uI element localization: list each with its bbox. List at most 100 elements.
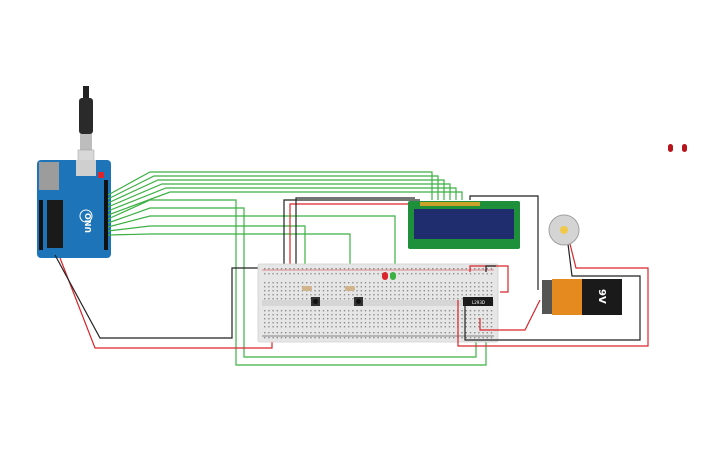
breadboard-hole — [440, 314, 442, 316]
lcd-data-wires[interactable] — [107, 171, 487, 366]
breadboard-hole — [293, 318, 295, 320]
breadboard-hole — [352, 314, 354, 316]
reset-button[interactable] — [98, 172, 104, 178]
breadboard-hole — [356, 282, 358, 284]
breadboard-hole — [448, 294, 451, 296]
breadboard-hole — [436, 326, 438, 328]
breadboard-hole — [268, 322, 270, 324]
breadboard-hole — [402, 282, 404, 284]
breadboard-hole — [482, 282, 484, 284]
resistor-1[interactable] — [302, 286, 312, 291]
breadboard-hole — [322, 290, 325, 292]
breadboard-hole — [411, 298, 413, 300]
push-button-2[interactable] — [354, 297, 363, 306]
breadboard-hole — [343, 318, 346, 320]
breadboard-hole — [364, 314, 367, 316]
breadboard-hole — [339, 322, 341, 324]
loose-led-1[interactable] — [668, 144, 673, 152]
breadboard-hole — [293, 326, 295, 328]
breadboard-hole — [453, 294, 455, 296]
breadboard-hole — [356, 322, 358, 324]
breadboard-hole — [343, 268, 346, 270]
breadboard-hole — [335, 286, 337, 288]
breadboard-hole — [390, 290, 392, 292]
breadboard-hole — [343, 298, 346, 300]
breadboard-hole — [390, 282, 392, 284]
breadboard-hole — [423, 298, 425, 300]
breadboard-hole — [465, 332, 467, 334]
breadboard-hole — [310, 268, 312, 270]
breadboard-hole — [398, 310, 400, 312]
breadboard-hole — [415, 268, 417, 270]
breadboard-hole — [406, 310, 409, 312]
motor-driver-ic[interactable]: L293D — [463, 297, 493, 306]
led-red[interactable] — [382, 272, 388, 280]
breadboard-hole — [289, 310, 291, 312]
breadboard-hole — [453, 298, 455, 300]
breadboard-hole — [461, 282, 463, 284]
breadboard-hole — [490, 273, 493, 275]
breadboard-hole — [474, 310, 476, 312]
breadboard-hole — [335, 314, 337, 316]
breadboard-hole — [318, 322, 320, 324]
breadboard-hole — [276, 298, 278, 300]
usb-cable[interactable] — [77, 86, 95, 167]
ic-label: L293D — [472, 300, 485, 305]
breadboard-hole — [453, 322, 455, 324]
loose-led-2[interactable] — [682, 144, 687, 152]
breadboard-hole — [440, 310, 442, 312]
breadboard-hole — [293, 332, 295, 334]
breadboard-hole — [289, 337, 291, 339]
breadboard-hole — [293, 298, 295, 300]
breadboard-hole — [478, 310, 480, 312]
breadboard-hole — [348, 310, 350, 312]
breadboard-hole — [440, 322, 442, 324]
breadboard-hole — [268, 310, 270, 312]
dc-motor[interactable] — [548, 214, 580, 246]
breadboard-hole — [394, 322, 396, 324]
battery-9v[interactable]: 9V — [542, 279, 622, 315]
breadboard-hole — [373, 268, 375, 270]
breadboard-hole — [297, 282, 299, 284]
breadboard-hole — [385, 318, 388, 320]
breadboard-hole — [419, 310, 421, 312]
lcd-display[interactable] — [408, 201, 520, 249]
breadboard-hole — [289, 318, 291, 320]
breadboard-hole — [369, 322, 371, 324]
breadboard-hole — [293, 310, 295, 312]
breadboard-hole — [444, 268, 446, 270]
breadboard-hole — [364, 326, 367, 328]
breadboard-hole — [331, 322, 333, 324]
breadboard-hole — [297, 332, 299, 334]
breadboard-hole — [352, 310, 354, 312]
breadboard-hole — [352, 298, 354, 300]
breadboard-hole — [381, 326, 383, 328]
led-green[interactable] — [390, 272, 396, 280]
breadboard-hole — [301, 322, 304, 324]
breadboard-hole — [264, 268, 266, 270]
lcd-power-wires[interactable] — [283, 195, 539, 290]
breadboard-hole — [360, 326, 362, 328]
breadboard-hole — [364, 273, 367, 275]
push-button-1[interactable] — [311, 297, 320, 306]
breadboard-hole — [280, 314, 283, 316]
breadboard[interactable] — [257, 263, 499, 343]
breadboard-hole — [469, 294, 472, 296]
breadboard-hole — [478, 332, 480, 334]
motor-battery-wires[interactable] — [457, 243, 649, 347]
arduino-power-wires[interactable] — [54, 254, 273, 349]
breadboard-hole — [419, 268, 421, 270]
breadboard-hole — [406, 294, 409, 296]
breadboard-hole — [385, 290, 388, 292]
breadboard-hole — [465, 310, 467, 312]
breadboard-hole — [306, 326, 308, 328]
breadboard-hole — [356, 286, 358, 288]
resistor-2[interactable] — [345, 286, 355, 291]
breadboard-hole — [474, 318, 476, 320]
breadboard-hole — [465, 273, 467, 275]
arduino-uno-board[interactable]: UNO — [37, 160, 111, 258]
breadboard-hole — [423, 282, 425, 284]
breadboard-hole — [360, 322, 362, 324]
breadboard-hole — [364, 282, 367, 284]
breadboard-hole — [385, 286, 388, 288]
